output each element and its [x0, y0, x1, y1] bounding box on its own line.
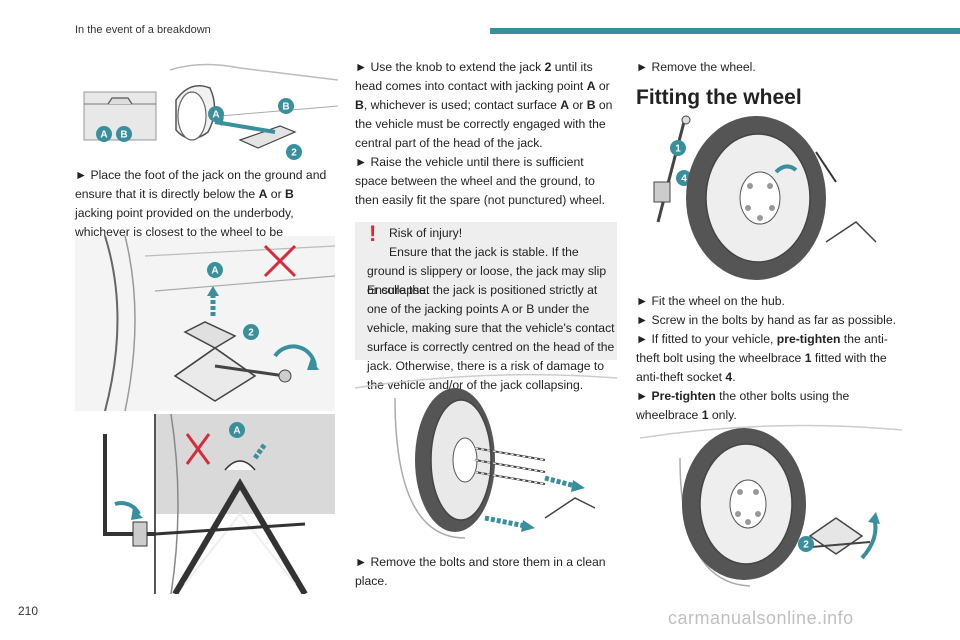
svg-text:A: A: [211, 266, 218, 277]
warning-line2: Ensure that the jack is positioned stric…: [367, 283, 615, 392]
badge-a-fig3: [229, 422, 245, 438]
figure-jacking-points: A B 2 A B: [83, 63, 338, 160]
svg-text:B: B: [120, 130, 127, 141]
warning-line1: Ensure that the jack is stable. If the g…: [367, 245, 607, 297]
fitting-instructions: ► Fit the wheel on the hub. ► Screw in t…: [636, 294, 897, 422]
header-accent-bar: [490, 28, 960, 34]
figure-jack-position: A 2: [75, 236, 335, 411]
svg-text:1: 1: [675, 144, 681, 155]
svg-text:4: 4: [681, 174, 687, 185]
svg-text:A: A: [233, 426, 240, 437]
svg-text:2: 2: [803, 540, 809, 551]
badge-two-fig2: [243, 324, 259, 340]
badge-two: [286, 144, 302, 160]
watermark: carmanualsonline.info: [668, 608, 854, 628]
svg-text:B: B: [282, 102, 289, 113]
running-header: In the event of a breakdown: [75, 24, 211, 36]
badge-b: [278, 98, 294, 114]
step-remove-bolts: ► Remove the bolts and store them in a c…: [355, 555, 606, 588]
warning-box: ! Risk of injury! Ensure that the jack i…: [355, 221, 617, 392]
svg-text:A: A: [100, 130, 107, 141]
figure-remove-bolts: [355, 373, 617, 539]
badge-a: [208, 106, 224, 122]
figure-lower-vehicle: 2: [640, 424, 902, 587]
figure-jack-detail: A: [103, 414, 335, 594]
svg-text:A: A: [212, 110, 219, 121]
page-number: 210: [18, 604, 39, 618]
step-remove-wheel: ► Remove the wheel.: [636, 60, 756, 74]
section-title-fitting-wheel: Fitting the wheel: [636, 86, 802, 109]
badge-a-small: [96, 126, 112, 142]
badge-a-fig2: [207, 262, 223, 278]
warning-icon: !: [369, 221, 377, 246]
svg-text:2: 2: [248, 328, 254, 339]
step-extend-jack: ► Use the knob to extend the jack 2 unti…: [355, 60, 613, 207]
badge-b-small: [116, 126, 132, 142]
warning-title: Risk of injury!: [389, 226, 463, 240]
badge-one: [670, 140, 686, 156]
svg-text:2: 2: [291, 148, 297, 159]
badge-two-fig6: [798, 536, 814, 552]
figure-fit-wheel: 1 4: [653, 115, 877, 280]
